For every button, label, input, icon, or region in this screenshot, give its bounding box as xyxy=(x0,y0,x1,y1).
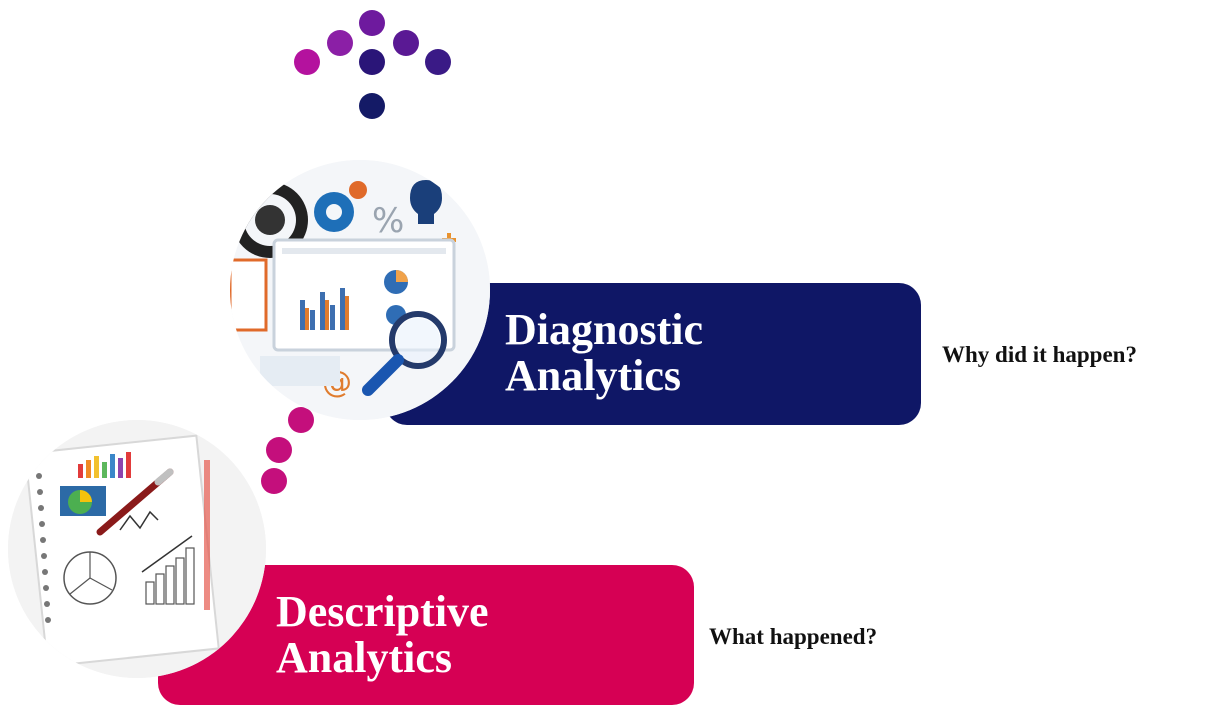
descriptive-illustration xyxy=(8,420,266,678)
decor-dot xyxy=(359,93,385,119)
diagnostic-analytics-title: Diagnostic Analytics xyxy=(505,305,703,401)
connector-dot xyxy=(266,437,292,463)
descriptive-analytics-title: Descriptive Analytics xyxy=(276,587,489,683)
descriptive-title-line1: Descriptive xyxy=(276,587,489,636)
descriptive-title-line2: Analytics xyxy=(276,633,452,683)
descriptive-question: What happened? xyxy=(709,624,878,649)
decor-dot xyxy=(359,10,385,36)
percent-symbol: % xyxy=(372,201,404,241)
decor-dot xyxy=(359,49,385,75)
connector-dot xyxy=(288,407,314,433)
connector-dot xyxy=(261,468,287,494)
diagnostic-question: Why did it happen? xyxy=(942,342,1137,367)
decor-dot xyxy=(393,30,419,56)
diagnostic-title-line2: Analytics xyxy=(505,351,681,401)
diagnostic-title-line1: Diagnostic xyxy=(505,305,703,354)
decor-dot xyxy=(327,30,353,56)
decor-dot xyxy=(425,49,451,75)
decor-dot xyxy=(294,49,320,75)
diagnostic-illustration: % @ xyxy=(230,160,490,420)
